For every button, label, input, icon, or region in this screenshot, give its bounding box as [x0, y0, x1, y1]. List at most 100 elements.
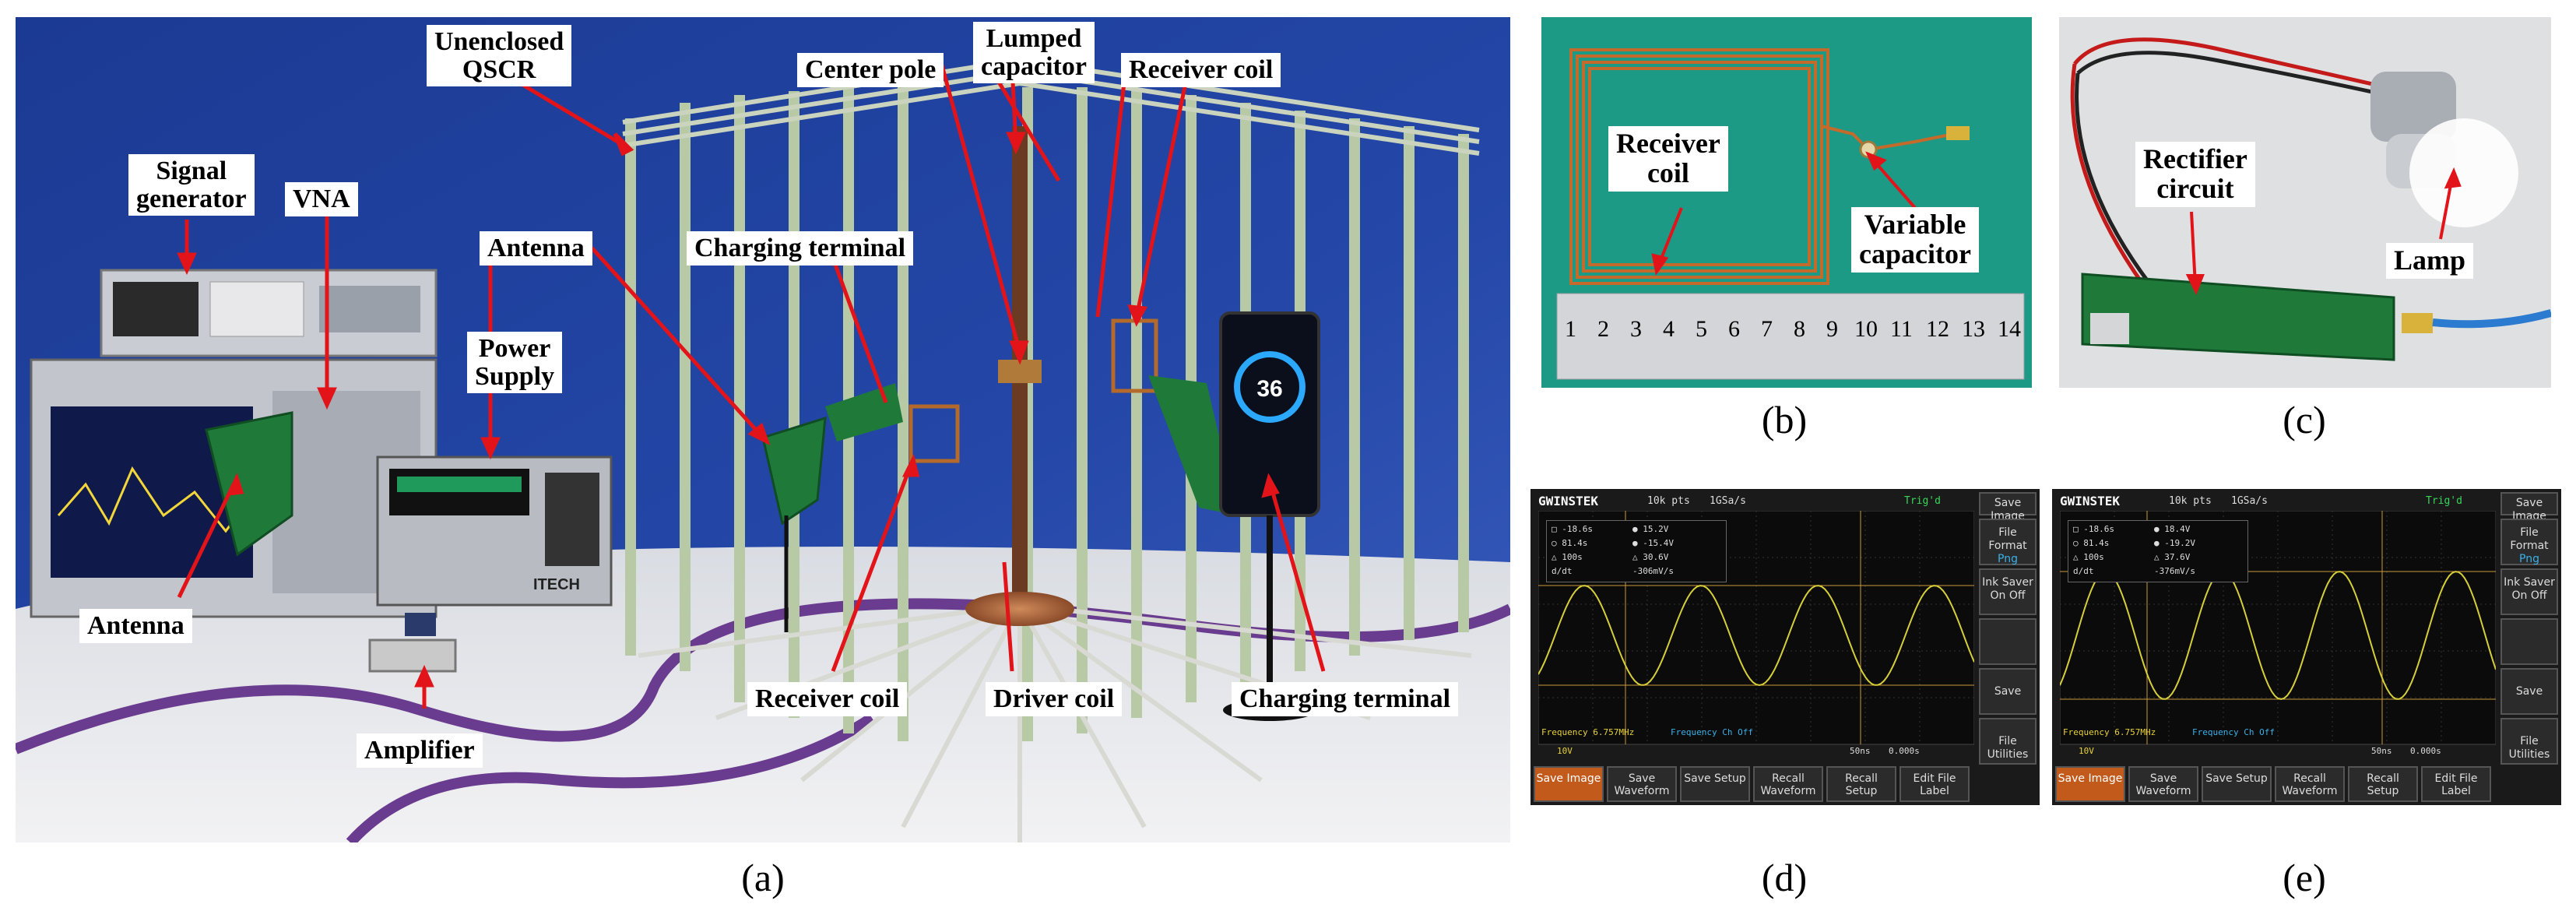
label-amplifier: Amplifier [357, 733, 483, 768]
caption-d: (d) [1761, 856, 1808, 899]
scope-d-delay: 0.000s [1889, 746, 1920, 756]
label-receiver-coil-b: Receiver coil [1608, 126, 1728, 192]
antenna-left-pcb [205, 411, 293, 557]
label-lumped-capacitor: Lumped capacitor [973, 22, 1095, 84]
scope-e-freq2: Frequency Ch Off [2192, 727, 2275, 737]
label-antenna-left: Antenna [79, 609, 192, 643]
scope-e-meas: □ -18.6s ○ 81.4s △ 100s d/dt ● 18.4V ● -… [2068, 520, 2248, 582]
scope-e-btn-save-setup[interactable]: Save Setup [2202, 766, 2272, 802]
ruler-number: 9 [1826, 316, 1838, 342]
scope-d-side-save-image[interactable]: Save Image [1979, 492, 2037, 522]
scope-e-volts: 10V [2079, 746, 2094, 756]
ruler-number: 1 [1565, 316, 1576, 342]
scope-d-side-save[interactable]: Save [1979, 668, 2037, 715]
scope-e-waveform [2060, 571, 2496, 701]
label-center-pole: Center pole [797, 53, 944, 87]
scope-d-btn-recall-setup[interactable]: Recall Setup [1826, 766, 1896, 802]
scope-d-btn-save-setup[interactable]: Save Setup [1680, 766, 1750, 802]
caption-b: (b) [1761, 398, 1808, 441]
scope-e-btn-recall-waveform[interactable]: Recall Waveform [2275, 766, 2345, 802]
scope-d-btn-edit-file-label[interactable]: Edit File Label [1899, 766, 1970, 802]
ruler [1556, 293, 2025, 380]
scope-e-btn-save-waveform[interactable]: Save Waveform [2128, 766, 2198, 802]
ruler-numbers: 1 2 3 4 5 6 7 8 9 10 11 12 13 14 [1565, 316, 2024, 363]
annotation-arrows [177, 64, 1326, 709]
scope-e-timebase: 50ns [2371, 746, 2392, 756]
scope-d-waveform [1538, 585, 1974, 687]
phone-battery-text: 36 [1256, 376, 1282, 402]
ruler-number: 3 [1630, 316, 1642, 342]
scope-d: GWINSTEK 10k pts 1GSa/s Trig'd □ -18.6s … [1530, 489, 2040, 805]
driver-coil [965, 592, 1074, 626]
label-rectifier-circuit: Rectifier circuit [2135, 142, 2255, 207]
power-supply-device: ITECH [376, 456, 613, 607]
scope-brand: GWINSTEK [2060, 494, 2121, 508]
scope-e-btn-recall-setup[interactable]: Recall Setup [2348, 766, 2418, 802]
ruler-number: 6 [1728, 316, 1740, 342]
label-lamp: Lamp [2386, 243, 2474, 279]
scope-e-freq1: Frequency 6.757MHz [2063, 727, 2156, 737]
ruler-number: 11 [1890, 316, 1913, 342]
scope-e-side-save[interactable]: Save [2500, 668, 2558, 715]
scope-e: GWINSTEK 10k pts 1GSa/s Trig'd □ -18.6s … [2052, 489, 2561, 805]
receiver-coil-small [908, 404, 960, 463]
scope-d-btn-save-image[interactable]: Save Image [1534, 766, 1604, 802]
panel-b-scene [1541, 17, 2032, 388]
scope-d-btn-save-waveform[interactable]: Save Waveform [1607, 766, 1677, 802]
scope-d-freq2: Frequency Ch Off [1671, 727, 1753, 737]
label-receiver-coil-top: Receiver coil [1121, 53, 1281, 87]
scope-trig: Trig'd [2426, 495, 2462, 507]
ruler-number: 5 [1696, 316, 1707, 342]
caption-a: (a) [741, 856, 785, 899]
scope-rate: 1GSa/s [2231, 495, 2268, 507]
antenna-mid-pcb [761, 416, 827, 526]
label-charging-terminal-mid: Charging terminal [687, 231, 914, 266]
ruler-number: 2 [1597, 316, 1609, 342]
panel-b-photo: Receiver coil Variable capacitor 1 2 3 4… [1541, 17, 2032, 388]
caption-c: (c) [2283, 398, 2326, 441]
scope-d-side-blank[interactable] [1979, 618, 2037, 665]
amplifier-device [368, 638, 457, 673]
ruler-number: 10 [1854, 316, 1878, 342]
scope-e-delay: 0.000s [2410, 746, 2441, 756]
label-unenclosed-qscr: Unenclosed QSCR [427, 25, 572, 87]
scope-e-btn-save-image[interactable]: Save Image [2055, 766, 2125, 802]
itech-logo-text: ITECH [533, 576, 580, 593]
label-charging-terminal-right: Charging terminal [1232, 682, 1459, 716]
scope-e-side-blank[interactable] [2500, 618, 2558, 665]
scope-d-volts: 10V [1557, 746, 1573, 756]
rectifier-circuit-pcb [2081, 273, 2395, 361]
ruler-number: 13 [1962, 316, 1985, 342]
scope-d-btn-recall-waveform[interactable]: Recall Waveform [1753, 766, 1823, 802]
panel-c-scene [2059, 17, 2551, 388]
scope-d-timebase: 50ns [1850, 746, 1871, 756]
signal-generator-device [100, 269, 438, 357]
ruler-number: 4 [1663, 316, 1675, 342]
scope-e-btn-edit-file-label[interactable]: Edit File Label [2421, 766, 2491, 802]
scope-d-side-file-utilities[interactable]: File Utilities [1979, 718, 2037, 765]
scope-brand: GWINSTEK [1538, 494, 1599, 508]
scope-pts: 10k pts [1647, 495, 1690, 507]
scope-d-meas: □ -18.6s ○ 81.4s △ 100s d/dt ● 15.2V ● -… [1546, 520, 1727, 582]
caption-e: (e) [2283, 856, 2326, 899]
scope-e-side-file-utilities[interactable]: File Utilities [2500, 718, 2558, 765]
panel-a-scene: ITECH [16, 17, 1510, 842]
label-signal-generator: Signal generator [128, 154, 255, 216]
scope-d-freq1: Frequency 6.757MHz [1541, 727, 1635, 737]
label-variable-capacitor: Variable capacitor [1851, 207, 1979, 273]
scope-pts: 10k pts [2169, 495, 2212, 507]
ruler-number: 8 [1794, 316, 1805, 342]
label-antenna-mid: Antenna [480, 231, 592, 266]
scope-e-side-save-image[interactable]: Save Image [2500, 492, 2558, 522]
ruler-number: 7 [1761, 316, 1773, 342]
label-vna: VNA [285, 182, 358, 216]
lamp [2370, 72, 2518, 227]
scope-trig: Trig'd [1904, 495, 1941, 507]
label-receiver-coil-bottom: Receiver coil [747, 682, 908, 716]
label-driver-coil: Driver coil [986, 682, 1123, 716]
panel-c-photo: Rectifier circuit Lamp [2059, 17, 2551, 388]
